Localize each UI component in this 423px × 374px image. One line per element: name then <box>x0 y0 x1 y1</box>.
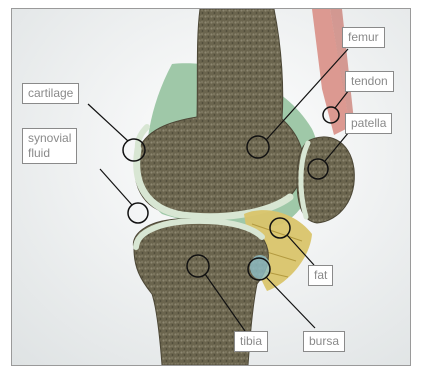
label-tendon: tendon <box>345 71 394 92</box>
label-bursa: bursa <box>303 331 345 352</box>
label-synovial-fluid: synovial fluid <box>22 128 77 164</box>
label-patella: patella <box>345 113 392 134</box>
label-cartilage: cartilage <box>22 83 79 104</box>
label-fat: fat <box>308 265 333 286</box>
label-femur: femur <box>342 27 385 48</box>
label-tibia: tibia <box>234 331 268 352</box>
knee-diagram-frame: femur tendon patella cartilage synovial … <box>11 8 411 366</box>
knee-joint-illustration <box>12 9 410 365</box>
